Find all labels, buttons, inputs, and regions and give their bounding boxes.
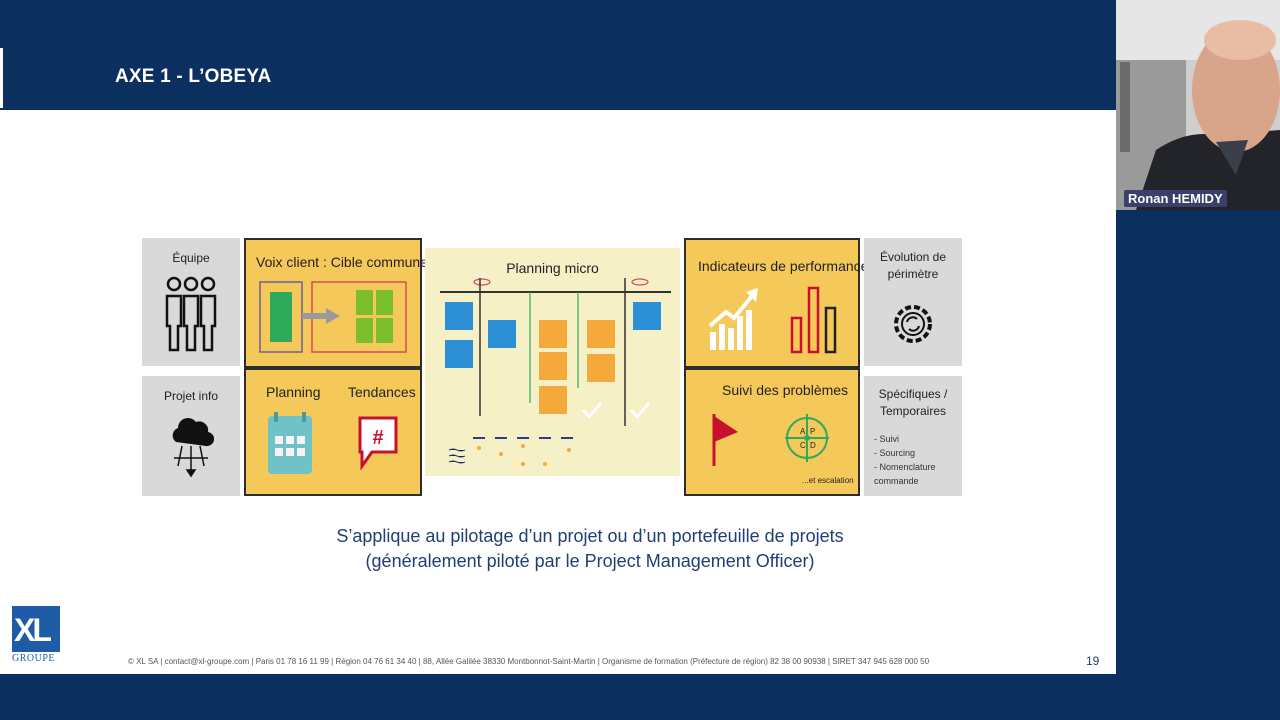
logo-mark-text: XL [14, 612, 52, 648]
pdca-p: P [810, 427, 815, 436]
caption-line-2: (généralement piloté par le Project Mana… [365, 551, 815, 571]
target-board-icon [259, 281, 407, 353]
caption-line-1: S’applique au pilotage d’un projet ou d’… [336, 526, 844, 546]
panel-voix-client-title: Voix client : Cible commune [256, 254, 428, 270]
panel-equipe: Équipe [142, 238, 240, 366]
header-accent [0, 48, 3, 108]
pdca-c: C [800, 441, 806, 450]
escalation-label: ...et escalation [802, 476, 854, 485]
logo-mark: XL [12, 606, 60, 652]
bottom-bar [0, 674, 1280, 720]
presentation-slide: AXE 1 - L’OBEYA Équipe Voix client : Cib… [0, 0, 1116, 674]
pdca-a: A [800, 427, 806, 436]
spec-item: commande [874, 476, 919, 486]
panel-suivi-problemes-title: Suivi des problèmes [722, 382, 849, 398]
xl-groupe-logo: XL GROUPE [12, 606, 64, 664]
panel-planning-micro-title: Planning micro [506, 260, 599, 276]
growth-chart-icon [708, 286, 837, 354]
svg-text:#: # [372, 427, 383, 449]
panel-specifiques-line2: Temporaires [879, 404, 947, 418]
slide-footer: © XL SA | contact@xl-groupe.com | Paris … [128, 657, 930, 666]
panel-equipe-title: Équipe [172, 251, 210, 265]
panel-specifiques: Spécifiques / Temporaires - Suivi - Sour… [864, 376, 962, 496]
panel-voix-client: Voix client : Cible commune [244, 238, 428, 368]
pdca-d: D [810, 441, 816, 450]
panel-evolution-line1: Évolution de [879, 250, 947, 264]
slide-title: AXE 1 - L’OBEYA [115, 66, 272, 87]
spec-item: - Sourcing [874, 448, 916, 458]
panel-planning-tendances: Planning Tendances # [244, 368, 422, 496]
participant-video[interactable]: Ronan HEMIDY [1116, 0, 1280, 210]
participant-name-tag: Ronan HEMIDY [1124, 190, 1227, 207]
gear-icon [894, 305, 932, 343]
calendar-icon [268, 412, 312, 474]
page-number: 19 [1086, 654, 1100, 668]
video-sidebar [1116, 210, 1280, 674]
slide-header: AXE 1 - L’OBEYA [0, 0, 1116, 110]
hashtag-chat-icon: # [358, 416, 398, 470]
panel-specifiques-line1: Spécifiques / [878, 387, 948, 401]
panel-indicateurs-title: Indicateurs de performance [698, 258, 869, 274]
cloud-network-icon [172, 418, 214, 478]
panel-evolution-line2: périmètre [887, 267, 939, 281]
panel-suivi-problemes: Suivi des problèmes A P C D ...et escala… [684, 368, 860, 496]
panel-projet-info: Projet info [142, 376, 240, 496]
panel-evolution-title: Évolution de périmètre [864, 249, 962, 283]
logo-subtitle: GROUPE [12, 653, 56, 664]
bar-chart-icon [790, 286, 837, 354]
spec-item: - Nomenclature [874, 462, 936, 472]
panel-projet-info-title: Projet info [163, 389, 219, 403]
red-flag-icon [712, 414, 738, 466]
panel-evolution: Évolution de périmètre [864, 238, 962, 366]
pdca-target-icon: A P C D [785, 414, 829, 462]
panel-indicateurs: Indicateurs de performance [684, 238, 868, 368]
panel-planning-micro: Planning micro [425, 248, 680, 476]
team-icon [165, 276, 217, 352]
panel-tendances-title: Tendances [348, 384, 416, 400]
specifiques-list: - Suivi - Sourcing - Nomenclature comman… [874, 432, 936, 488]
spec-item: - Suivi [874, 434, 900, 444]
panel-specifiques-title: Spécifiques / Temporaires [864, 386, 962, 420]
panel-planning-title: Planning [266, 384, 321, 400]
kanban-board-icon [440, 278, 671, 466]
participant-video-feed [1116, 0, 1280, 210]
